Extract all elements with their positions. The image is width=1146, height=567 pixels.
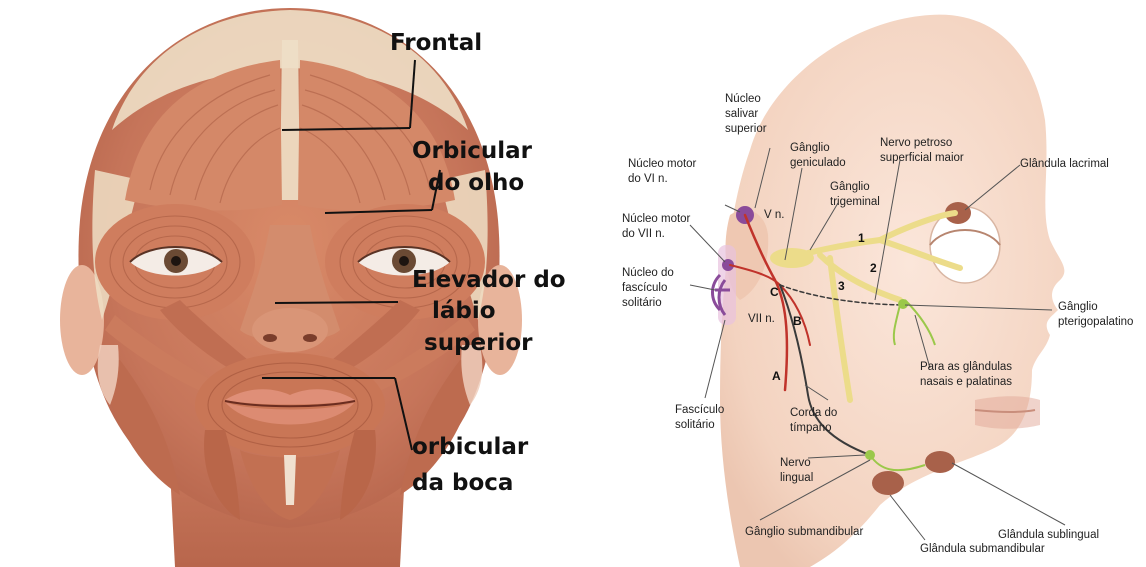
label-nucleo-salivar-2: salivar [725, 108, 758, 120]
label-vii-n: VII n. [748, 313, 775, 325]
label-orbicular-olho-1: Orbicular [412, 138, 533, 164]
marker-c: C [770, 285, 779, 299]
label-glandula-submandibular: Glândula submandibular [920, 543, 1045, 555]
label-nucleo-motor-vii-1: Núcleo motor [622, 213, 691, 225]
midline-fascia [280, 40, 300, 200]
label-glandula-sublingual: Glândula sublingual [998, 529, 1099, 541]
label-fasciculo-solitario-2: solitário [675, 419, 715, 431]
label-ganglio-trigeminal-1: Gânglio [830, 181, 870, 193]
label-ganglio-pterigopalatino-1: Gânglio [1058, 301, 1098, 313]
chin-ligament [284, 455, 296, 505]
lips-area [975, 396, 1040, 429]
label-nucleo-motor-vi-1: Núcleo motor [628, 158, 697, 170]
label-nucleo-fasciculo-3: solitário [622, 297, 662, 309]
label-nervo-petroso-1: Nervo petroso [880, 137, 952, 149]
face-muscle-illustration: Frontal Orbicular do olho Elevador do lá… [0, 0, 580, 567]
sublingual-gland [925, 451, 955, 473]
label-glandula-lacrimal: Glândula lacrimal [1020, 158, 1109, 170]
facial-nerve-illustration: Núcleo salivar superior Gânglio genicula… [580, 0, 1146, 567]
marker-1: 1 [858, 231, 865, 245]
marker-a: A [772, 369, 781, 383]
label-elevador-3: superior [424, 330, 533, 356]
facial-muscles-figure: Frontal Orbicular do olho Elevador do lá… [0, 0, 580, 567]
label-orbicular-boca-2: da boca [412, 470, 513, 496]
submandibular-ganglion-node [865, 450, 875, 460]
label-nervo-lingual-1: Nervo [780, 457, 811, 469]
label-nucleo-motor-vi-2: do VI n. [628, 173, 668, 185]
nostril-left [263, 334, 277, 342]
label-nucleo-fasciculo-2: fascículo [622, 282, 667, 294]
marker-2: 2 [870, 261, 877, 275]
nostril-right [303, 334, 317, 342]
label-elevador-2: lábio [432, 298, 496, 324]
label-ganglio-geniculado-2: geniculado [790, 157, 846, 169]
label-ganglio-geniculado-1: Gânglio [790, 142, 830, 154]
label-corda-timpano-2: tímpano [790, 422, 832, 434]
label-fasciculo-solitario-1: Fascículo [675, 404, 724, 416]
submandibular-gland [872, 471, 904, 495]
label-nucleo-salivar-1: Núcleo [725, 93, 761, 105]
label-nervo-lingual-2: lingual [780, 472, 813, 484]
nose-tip [252, 308, 328, 352]
facial-nerve-figure: Núcleo salivar superior Gânglio genicula… [580, 0, 1146, 567]
label-nucleo-fasciculo-1: Núcleo do [622, 267, 674, 279]
label-nucleo-salivar-3: superior [725, 123, 767, 135]
marker-3: 3 [838, 279, 845, 293]
label-para-glandulas-2: nasais e palatinas [920, 376, 1012, 388]
label-nervo-petroso-2: superficial maior [880, 152, 964, 164]
label-ganglio-trigeminal-2: trigeminal [830, 196, 880, 208]
label-ganglio-pterigopalatino-2: pterigopalatino [1058, 316, 1133, 328]
pterygopalatine-ganglion-node [898, 299, 908, 309]
trigeminal-ganglion [770, 248, 814, 268]
label-orbicular-boca-1: orbicular [412, 434, 529, 460]
label-orbicular-olho-2: do olho [428, 170, 524, 196]
label-v-n: V n. [764, 209, 784, 221]
label-elevador-1: Elevador do [412, 267, 566, 293]
label-ganglio-submandibular: Gânglio submandibular [745, 526, 863, 538]
label-frontal: Frontal [390, 30, 482, 56]
label-para-glandulas-1: Para as glândulas [920, 361, 1012, 373]
label-nucleo-motor-vii-2: do VII n. [622, 228, 665, 240]
marker-b: B [793, 314, 802, 328]
label-corda-timpano-1: Corda do [790, 407, 837, 419]
